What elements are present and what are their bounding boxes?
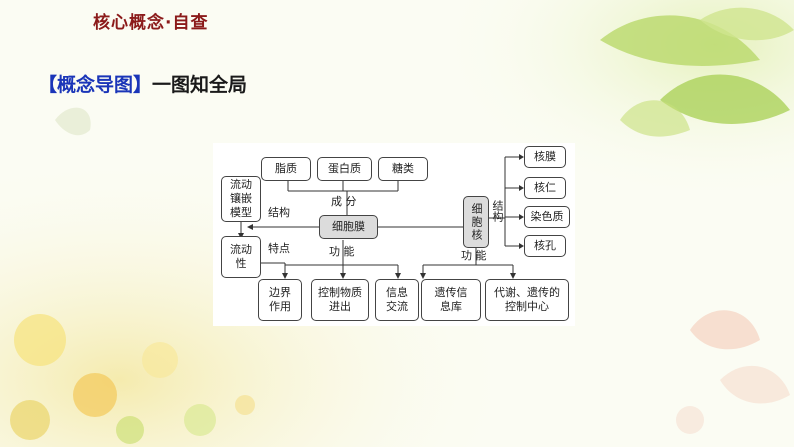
node-fluidity: 流动性 bbox=[221, 236, 261, 278]
header-title: 核心概念·自查 bbox=[93, 13, 209, 33]
label-structure: 结构 bbox=[268, 206, 290, 219]
node-nucleolus: 核仁 bbox=[524, 177, 566, 199]
node-boundary: 边界作用 bbox=[258, 279, 302, 321]
node-nuclear-membrane: 核膜 bbox=[524, 146, 566, 168]
node-info-exchange: 信息交流 bbox=[375, 279, 419, 321]
node-protein: 蛋白质 bbox=[317, 157, 372, 181]
node-genetic-library: 遗传信息库 bbox=[421, 279, 481, 321]
label-function: 功 能 bbox=[329, 245, 355, 258]
concept-map-label: 【概念导图】 bbox=[38, 74, 153, 96]
section-subtitle: 一图知全局 bbox=[152, 74, 248, 96]
label-feature: 特点 bbox=[268, 242, 290, 255]
label-nucleus-structure: 结构 bbox=[491, 200, 504, 222]
node-material-transport: 控制物质进出 bbox=[311, 279, 369, 321]
label-nucleus-function: 功 能 bbox=[461, 249, 487, 262]
connector-lines bbox=[238, 154, 524, 279]
node-control-center: 代谢、遗传的控制中心 bbox=[485, 279, 569, 321]
node-cell-membrane: 细胞膜 bbox=[319, 215, 378, 239]
node-nucleus: 细胞核 bbox=[463, 196, 489, 248]
node-lipid: 脂质 bbox=[261, 157, 311, 181]
node-nuclear-pore: 核孔 bbox=[524, 235, 566, 257]
node-fluid-mosaic-model: 流动镶嵌模型 bbox=[221, 176, 261, 222]
label-composition: 成 分 bbox=[331, 195, 357, 208]
section-heading: 【概念导图】一图知全局 bbox=[38, 70, 247, 97]
node-chromatin: 染色质 bbox=[524, 206, 570, 228]
concept-map-diagram: 脂质 蛋白质 糖类 流动镶嵌模型 流动性 细胞膜 细胞核 核膜 核仁 染色质 核… bbox=[213, 143, 575, 326]
node-sugar: 糖类 bbox=[378, 157, 428, 181]
